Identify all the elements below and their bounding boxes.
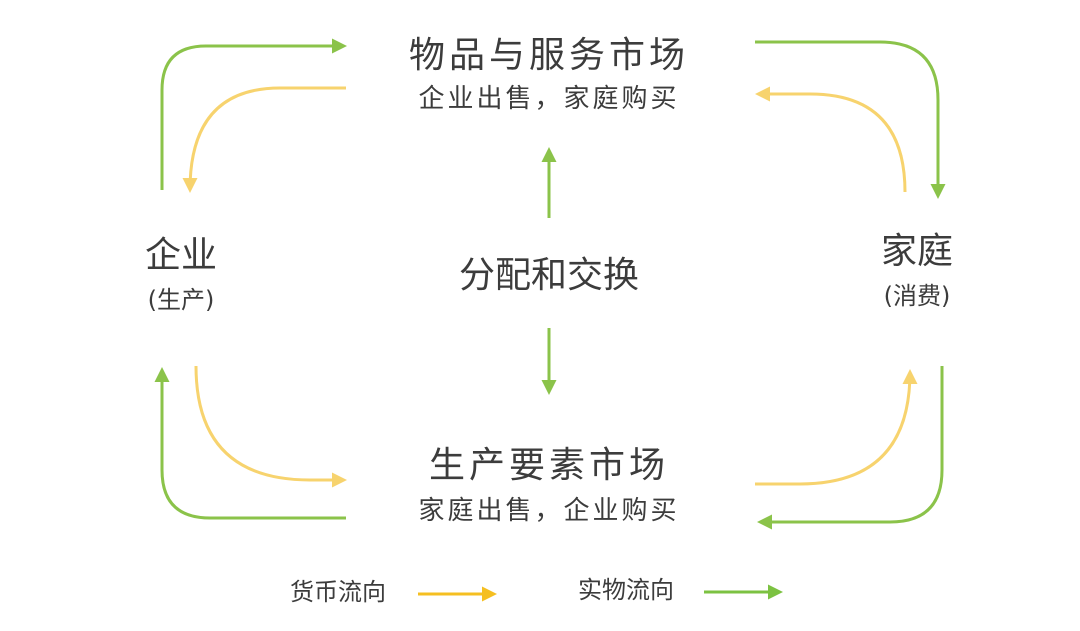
arrow-factor-market-to-firm [154,367,346,520]
arrow-goods-market-to-household [755,40,946,199]
goods-market-title: 物品与服务市场 [408,35,690,76]
arrow-firm-to-factor-market [194,365,347,488]
arrow-goods-market-to-firm [182,86,346,193]
legend-money-label: 货币流向 [290,578,386,606]
arrow-household-to-factor-market [757,366,944,530]
center-label: 分配和交换 [458,255,640,296]
goods-market-subtitle: 企业出售，家庭购买 [418,84,680,114]
arrow-firm-to-goods-market [160,38,347,190]
household-title: 家庭 [880,231,954,272]
household-subtitle: (消费) [883,282,951,310]
factor-market-subtitle: 家庭出售，企业购买 [418,496,680,526]
factor-market-title: 生产要素市场 [428,445,670,486]
legend-goods-label: 实物流向 [578,576,674,604]
firm-subtitle: (生产) [147,286,215,314]
arrow-factor-market-to-household [755,369,918,486]
firm-title: 企业 [144,235,218,276]
arrow-household-to-goods-market [755,86,907,193]
